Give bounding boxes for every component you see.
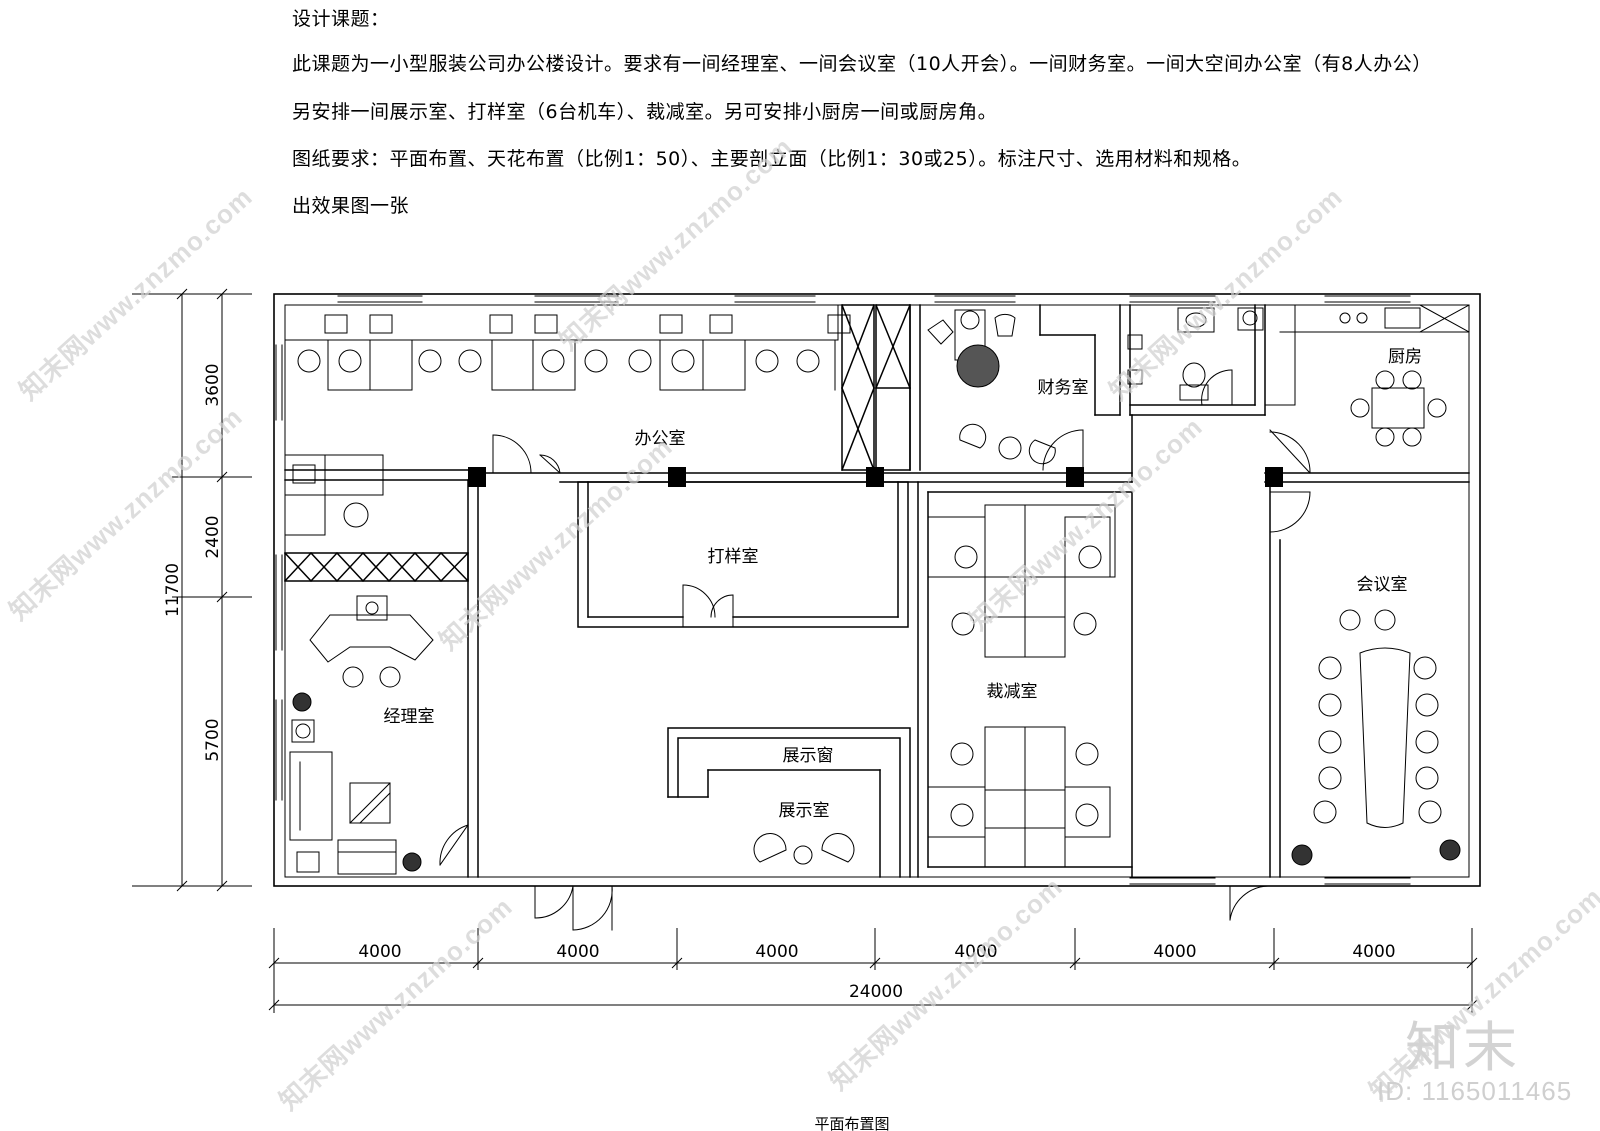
dim-bottom-5: 4000 [1153,942,1196,962]
cutting-furniture [927,504,1116,868]
brief-line-4: 出效果图一张 [292,195,410,217]
office-workstations [284,304,851,536]
dim-left-total: 11700 [163,563,183,617]
showroom-furniture [753,833,855,865]
dim-bottom-4: 4000 [954,942,997,962]
dim-bottom-3: 4000 [755,942,798,962]
dim-left-3: 5700 [203,718,223,761]
label-cutting: 裁减室 [987,682,1038,702]
dim-bottom-2: 4000 [556,942,599,962]
plan-caption: 平面布置图 [814,1115,889,1131]
inner-wall-line [284,304,1470,878]
brief-line-1: 此课题为一小型服装公司办公楼设计。要求有一间经理室、一间会议室（10人开会）。一… [292,53,1432,75]
watermark-id: ID: 1165011465 [1377,1076,1573,1106]
dim-bottom-total: 24000 [849,982,903,1002]
structural-columns [468,467,1283,487]
interior-walls [283,304,1470,878]
label-showroom: 展示室 [779,801,830,821]
meeting-furniture [1291,609,1461,866]
dim-bottom-6: 4000 [1352,942,1395,962]
dim-left-1: 3600 [203,363,223,406]
outer-wall [273,293,1481,887]
windows-top [275,295,1411,885]
label-manager: 经理室 [384,707,435,727]
brief-heading: 设计课题： [292,8,390,30]
finance-furniture [927,309,1056,465]
brief-line-3: 图纸要求：平面布置、天花布置（比例1：50）、主要剖立面（比例1：30或25）。… [292,148,1252,170]
label-finance: 财务室 [1038,378,1089,398]
brief-line-2: 另安排一间展示室、打样室（6台机车）、裁减室。另可安排小厨房一间或厨房角。 [292,101,998,123]
label-display-window: 展示窗 [783,746,834,766]
manager-furniture [289,595,434,875]
toilet-fixtures [1127,307,1264,401]
dim-bottom-1: 4000 [358,942,401,962]
label-pattern-room: 打样室 [708,547,759,567]
label-office: 办公室 [635,429,686,449]
kitchen-furniture [1264,304,1470,447]
dim-left-2: 2400 [203,515,223,558]
dimension-lines [132,288,1478,1013]
label-kitchen: 厨房 [1388,347,1422,367]
watermark-logo: 知末 [1405,1016,1521,1079]
doors [439,369,1311,931]
label-meeting: 会议室 [1357,575,1408,595]
